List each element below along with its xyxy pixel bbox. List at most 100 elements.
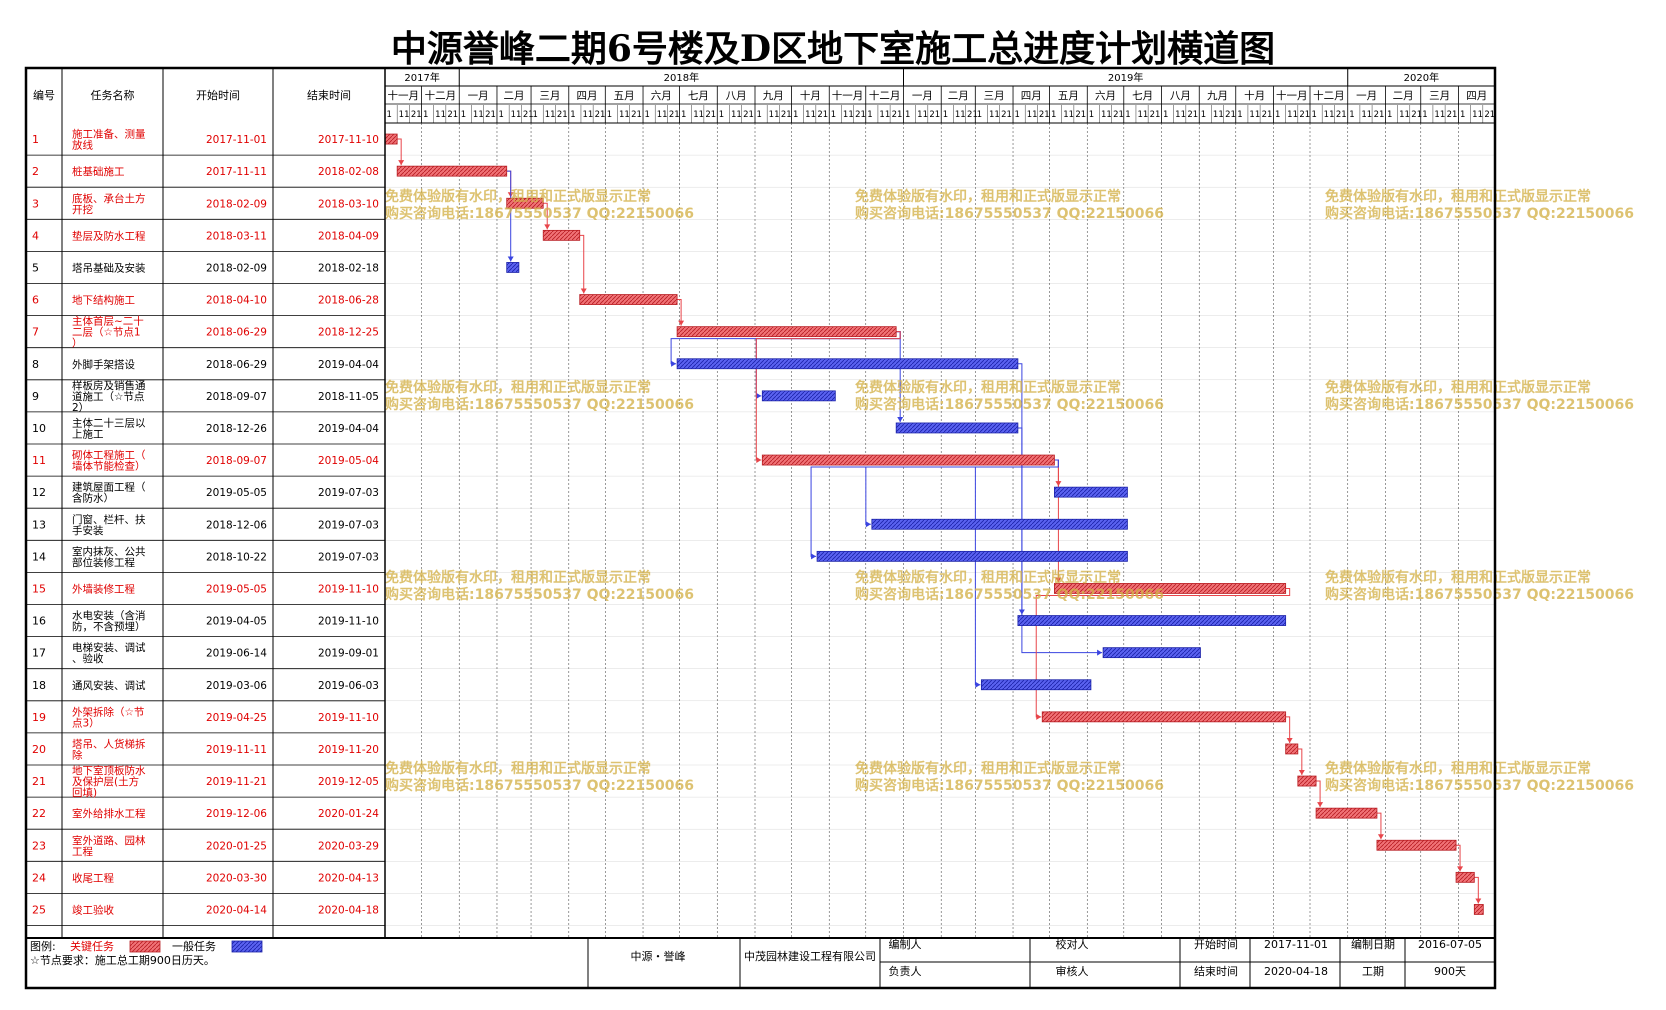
day-tick: 11 [917, 110, 928, 120]
task-id: 1 [32, 133, 39, 146]
legend-label: 图例: [30, 939, 56, 953]
task-start: 2020-03-30 [206, 872, 267, 884]
day-tick: 21 [743, 110, 754, 120]
task-bar [1297, 775, 1317, 787]
day-tick: 11 [1027, 110, 1038, 120]
watermark-text: 免费体验版有水印，租用和正式版显示正常 [855, 379, 1121, 396]
watermark-text: 免费体验版有水印，租用和正式版显示正常 [385, 569, 651, 586]
day-tick: 11 [1287, 110, 1298, 120]
task-bar [1041, 711, 1287, 723]
task-bar [1017, 615, 1287, 626]
task-end: 2018-11-05 [318, 391, 379, 403]
month-label: 七月 [1132, 90, 1153, 102]
day-tick: 1 [1015, 110, 1020, 120]
watermark-text: 购买咨询电话:18675550537 QQ:22150066 [385, 396, 694, 413]
task-end: 2019-06-03 [318, 680, 379, 692]
watermark-text: 免费体验版有水印，租用和正式版显示正常 [1325, 379, 1591, 396]
task-bar [1285, 743, 1299, 755]
footer-reviewer-label: 审核人 [1056, 964, 1089, 978]
day-tick: 11 [693, 110, 704, 120]
task-bar [676, 326, 897, 338]
task-start: 2019-05-05 [206, 487, 267, 499]
task-id: 6 [32, 294, 39, 307]
watermark-text: 购买咨询电话:18675550537 QQ:22150066 [385, 777, 694, 794]
month-label: 四月 [577, 90, 598, 102]
task-name: 砌体工程施工（墙体节能检查） [72, 449, 146, 473]
day-tick: 21 [485, 110, 496, 120]
dependency-arrowhead [975, 681, 981, 688]
watermark-text: 免费体验版有水印，租用和正式版显示正常 [855, 188, 1121, 205]
task-end: 2019-11-10 [318, 583, 379, 595]
month-label: 三月 [539, 90, 560, 102]
day-tick: 1 [1460, 110, 1465, 120]
task-bars [384, 133, 1484, 915]
day-tick: 11 [657, 110, 668, 120]
day-tick: 1 [1163, 110, 1168, 120]
col-header-end: 结束时间 [307, 89, 351, 102]
day-tick: 21 [631, 110, 642, 120]
outer-border [24, 66, 1497, 990]
day-tick: 21 [1262, 110, 1273, 120]
task-end: 2019-11-10 [318, 712, 379, 724]
task-end: 2019-04-04 [318, 359, 379, 371]
dependency-arrowhead [580, 288, 587, 294]
task-end: 2020-01-24 [318, 808, 379, 820]
day-tick: 21 [411, 110, 422, 120]
task-name: 垫层及防水工程 [72, 229, 146, 242]
legend-critical-swatch [129, 940, 161, 953]
col-header-id: 编号 [33, 88, 55, 102]
month-label: 八月 [726, 90, 747, 102]
month-label: 六月 [1095, 90, 1116, 102]
chart-title: 中源誉峰二期6号楼及D区地下室施工总进度计划横道图 [390, 28, 1276, 70]
year-label: 2019年 [1108, 71, 1143, 84]
task-bar [542, 229, 581, 241]
task-bar [1054, 583, 1287, 594]
day-tick: 1 [1349, 110, 1354, 120]
task-name: 桩基础施工 [72, 165, 125, 178]
task-id: 21 [32, 775, 46, 788]
task-id: 9 [32, 390, 39, 403]
month-label: 一月 [1356, 90, 1377, 102]
dependency-arrowhead [1475, 898, 1482, 904]
day-tick: 11 [1249, 110, 1260, 120]
task-id: 11 [32, 454, 46, 467]
task-name: 电梯安装、调试、验收 [72, 641, 146, 665]
task-bar [1102, 647, 1201, 659]
task-id: 12 [32, 486, 46, 499]
task-start: 2020-01-25 [206, 840, 267, 852]
day-tick: 1 [1125, 110, 1130, 120]
dependency-arrowhead [865, 521, 871, 528]
month-label: 一月 [912, 90, 933, 102]
task-name: 建筑屋面工程（含防水） [72, 481, 146, 505]
task-start: 2018-09-07 [206, 455, 267, 467]
task-start: 2019-06-14 [206, 648, 267, 660]
task-id: 4 [32, 229, 39, 242]
task-end: 2019-12-05 [318, 776, 379, 788]
task-id: 22 [32, 807, 46, 820]
day-tick: 1 [1387, 110, 1392, 120]
footer-checker-label: 校对人 [1056, 937, 1089, 951]
task-name: 主体首层~二十二层（☆节点1） [72, 315, 144, 350]
day-tick: 21 [817, 110, 828, 120]
day-tick: 11 [731, 110, 742, 120]
day-tick: 11 [1137, 110, 1148, 120]
task-bar [816, 550, 1128, 562]
task-start: 2019-05-05 [206, 583, 267, 595]
watermark-text: 购买咨询电话:18675550537 QQ:22150066 [1325, 205, 1634, 222]
legend-critical-label: 关键任务 [70, 939, 114, 953]
legend-normal-swatch [231, 940, 263, 953]
day-tick: 21 [1225, 110, 1236, 120]
task-end: 2019-11-10 [318, 616, 379, 628]
day-tick: 1 [867, 110, 872, 120]
col-header-start: 开始时间 [196, 88, 240, 102]
task-end: 2019-07-03 [318, 551, 379, 563]
task-bar [579, 294, 678, 305]
day-tick: 1 [1237, 110, 1242, 120]
watermark-text: 免费体验版有水印，租用和正式版显示正常 [855, 760, 1121, 777]
month-label: 六月 [651, 90, 672, 102]
watermark-text: 免费体验版有水印，租用和正式版显示正常 [385, 188, 651, 205]
day-tick: 11 [1175, 110, 1186, 120]
task-name: 竣工验收 [72, 903, 114, 916]
day-tick: 1 [1275, 110, 1280, 120]
day-tick: 21 [557, 110, 568, 120]
